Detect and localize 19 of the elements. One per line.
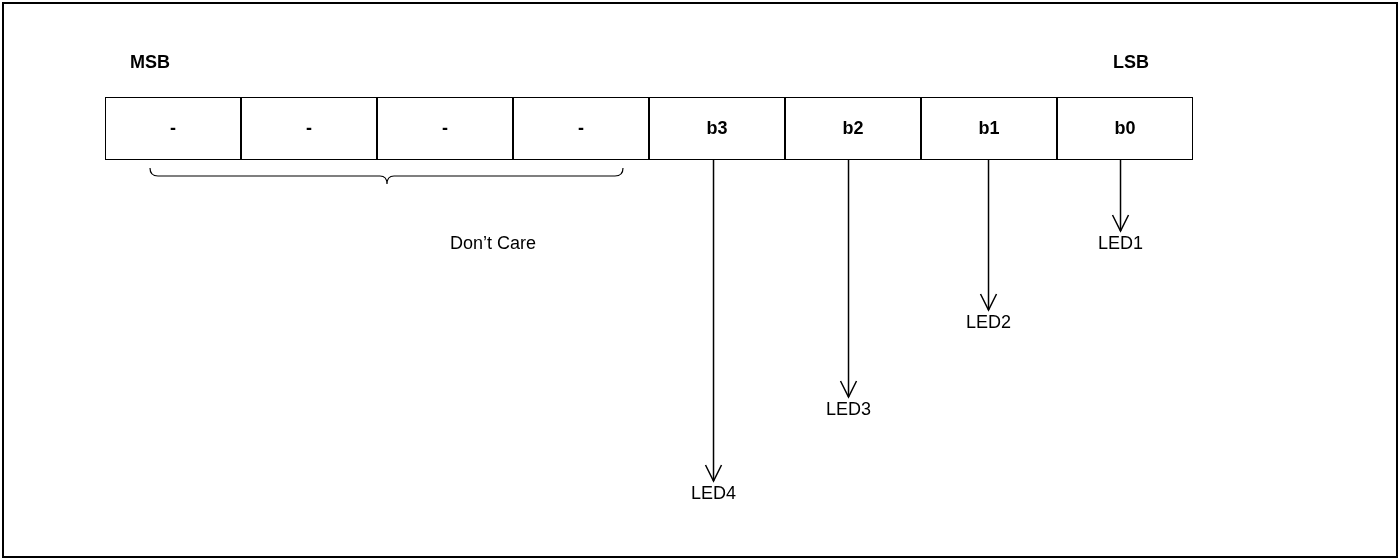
- led-label: LED3: [826, 399, 872, 419]
- bit-cell: -: [241, 97, 377, 160]
- lsb-label: LSB: [1113, 52, 1149, 72]
- bit-cell: b3: [649, 97, 785, 160]
- bit-cell: -: [513, 97, 649, 160]
- led-label: LED4: [691, 483, 737, 503]
- arrow: [1111, 159, 1130, 232]
- arrow: [979, 159, 998, 311]
- bit-cell: b2: [785, 97, 921, 160]
- led-label: LED1: [1098, 233, 1144, 253]
- msb-label: MSB: [130, 52, 170, 72]
- bit-cell: -: [377, 97, 513, 160]
- bit-cell: b0: [1057, 97, 1193, 160]
- bit-cell: -: [105, 97, 241, 160]
- bracket-label: Don’t Care: [450, 233, 537, 253]
- led-label: LED2: [966, 312, 1012, 332]
- arrow: [839, 159, 858, 398]
- arrow: [704, 159, 723, 482]
- bit-cell: b1: [921, 97, 1057, 160]
